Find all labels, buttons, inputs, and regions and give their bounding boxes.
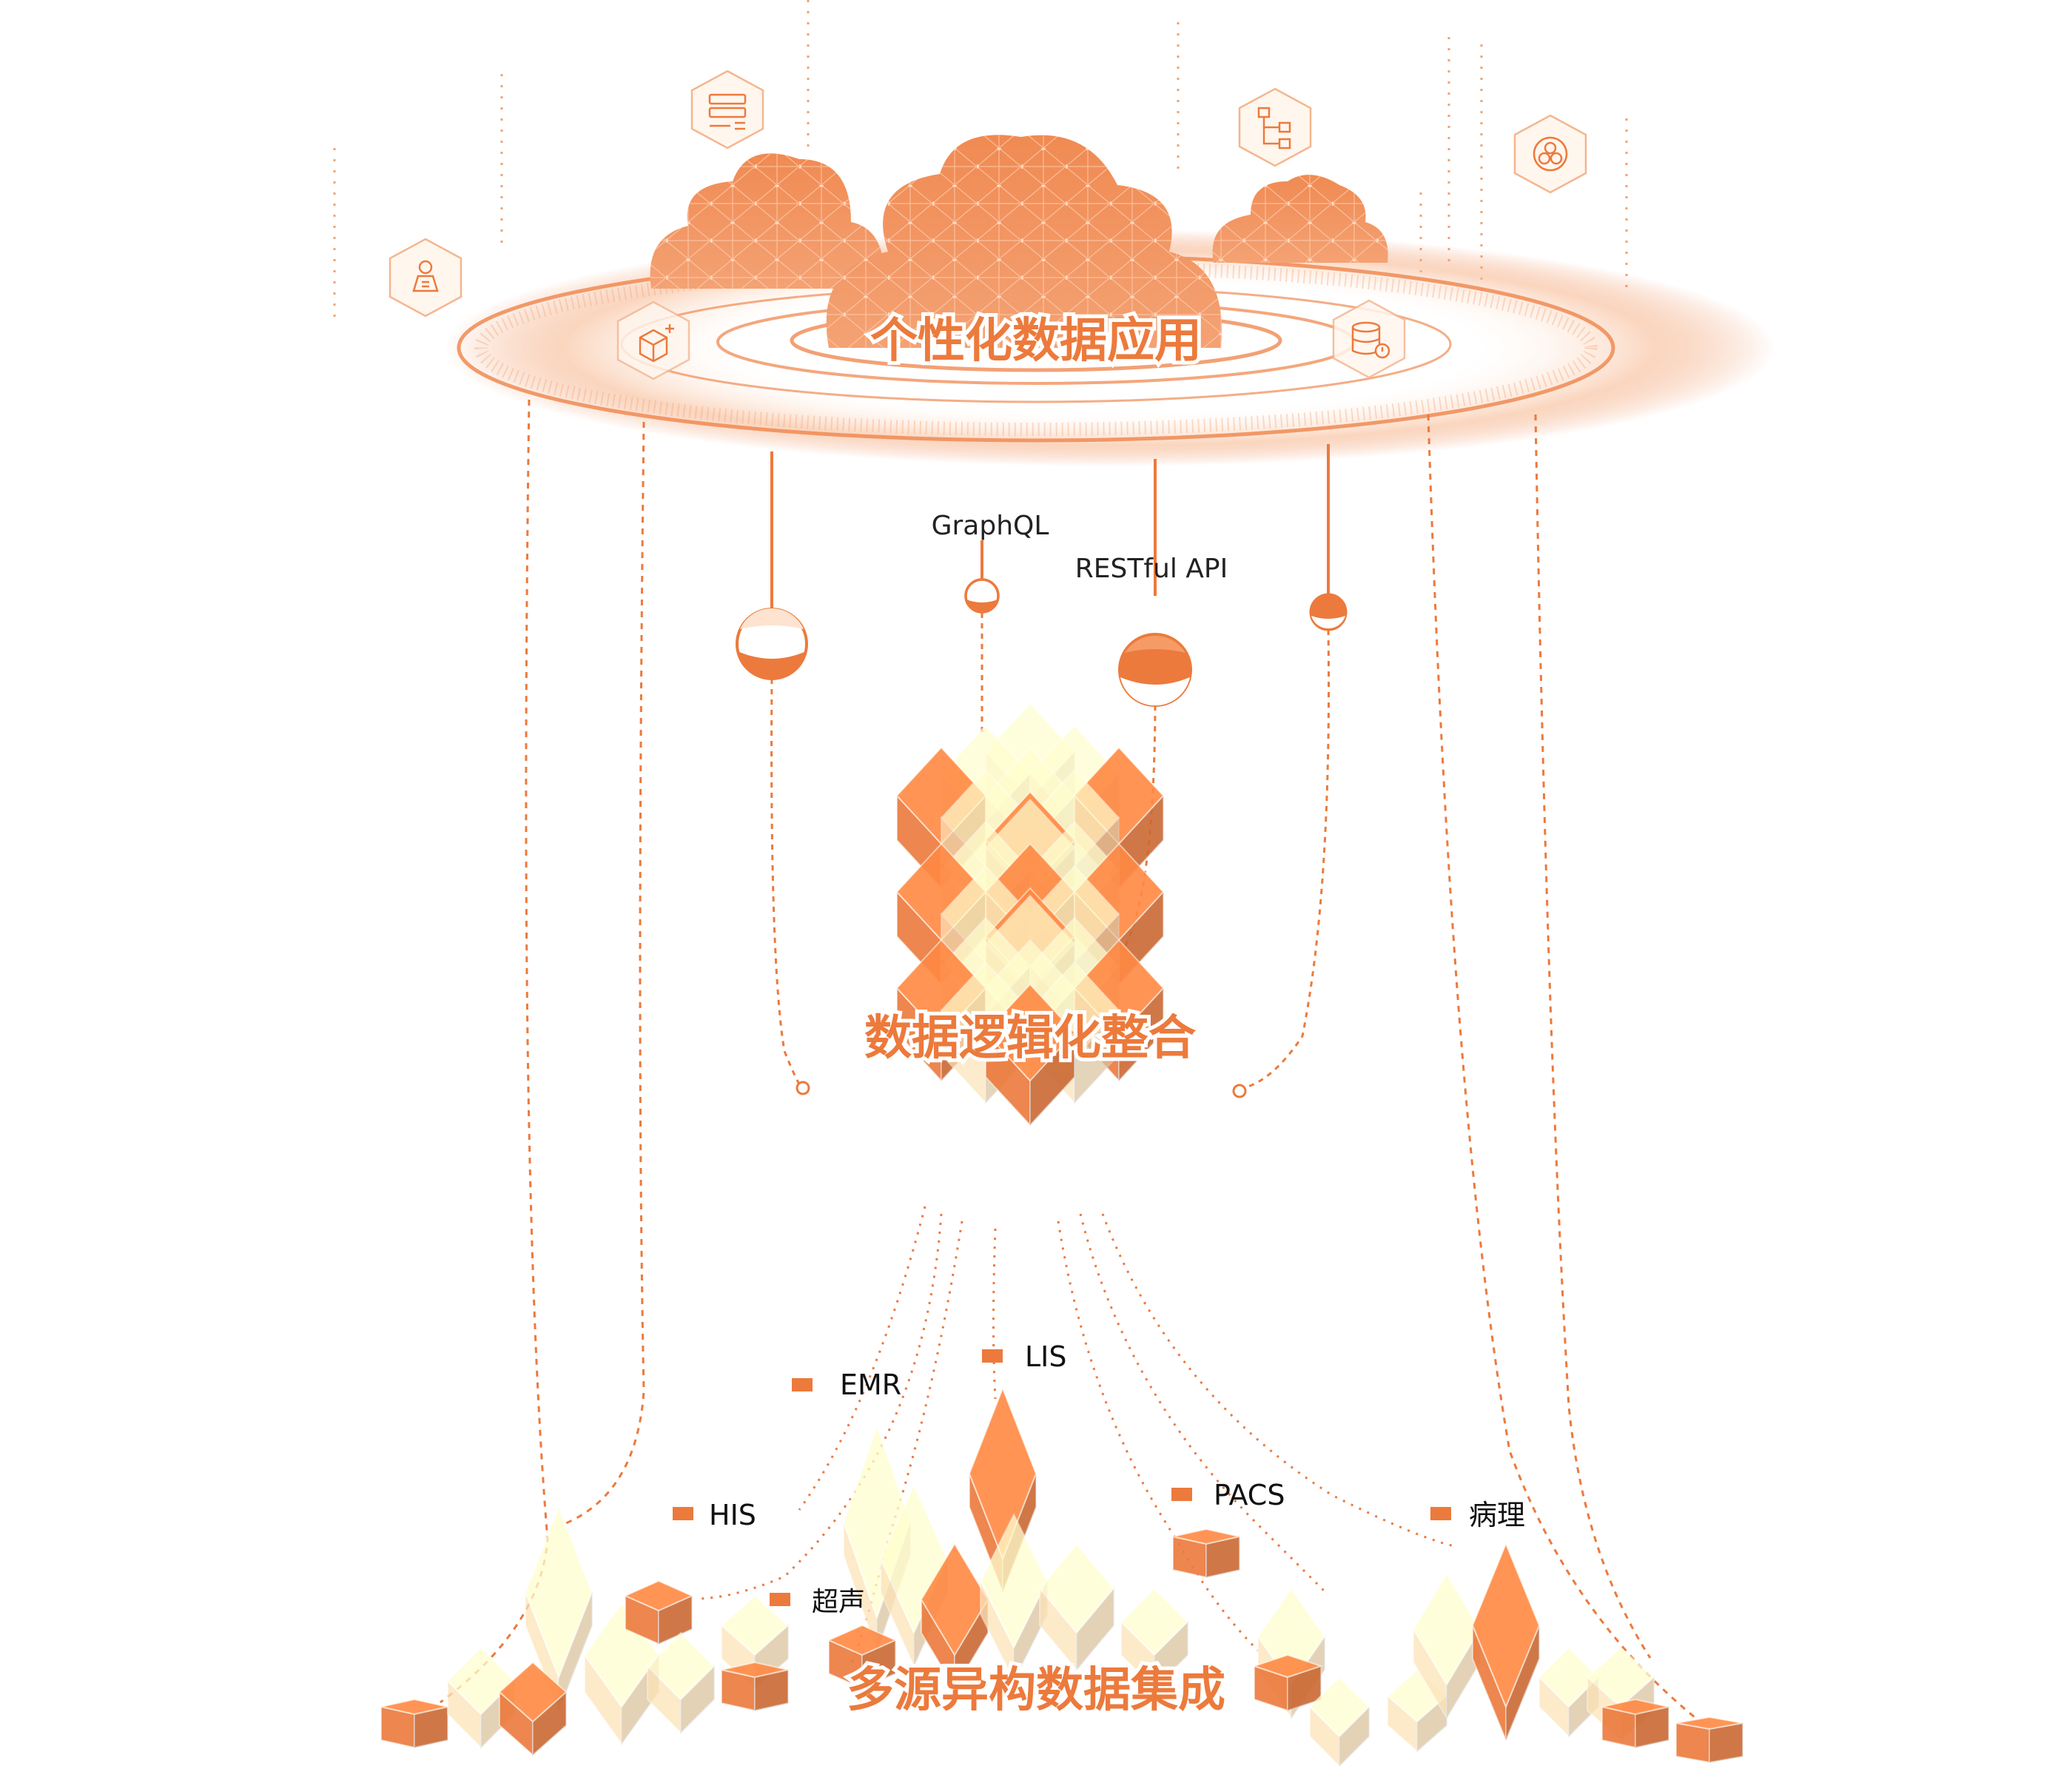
bottom-layer-title: 多源异构数据集成 xyxy=(847,1663,1225,1718)
cloud-center xyxy=(826,135,1222,348)
middle-layer-title: 数据逻辑化整合 xyxy=(864,1011,1196,1066)
source-bar xyxy=(1308,1676,1370,1766)
source-bar xyxy=(1471,1542,1541,1741)
source-label-pathology: 病理 xyxy=(1469,1499,1525,1531)
source-bar xyxy=(1172,1528,1240,1579)
source-marker-pathology xyxy=(1430,1507,1451,1520)
source-marker-ultrasound xyxy=(770,1593,790,1606)
source-label-lis: LIS xyxy=(1025,1340,1067,1373)
api-sphere-2 xyxy=(964,578,1000,614)
source-marker-emr xyxy=(792,1378,813,1391)
decorative-dotted-lines xyxy=(333,0,1628,326)
source-marker-his xyxy=(673,1507,693,1520)
source-labels: EMR LIS HIS PACS 病理 超声 xyxy=(673,1340,1525,1617)
cube-cluster xyxy=(895,702,1165,1127)
source-bar xyxy=(721,1661,789,1712)
server-icon xyxy=(690,70,764,150)
box-icon xyxy=(616,301,690,380)
outer-connectors xyxy=(440,399,1695,1719)
source-bar xyxy=(1251,1653,1324,1712)
source-bar xyxy=(1601,1698,1669,1749)
api-connectors: GraphQL RESTful API xyxy=(736,444,1348,1098)
cloud-left xyxy=(650,153,885,289)
source-bar xyxy=(1038,1542,1115,1672)
api-sphere-4 xyxy=(1309,593,1348,631)
source-marker-pacs xyxy=(1171,1488,1192,1501)
cloud-right xyxy=(1212,175,1388,263)
source-label-emr: EMR xyxy=(840,1369,901,1401)
cube-cell xyxy=(984,983,1076,1127)
api-sphere-1 xyxy=(736,608,808,680)
database-icon xyxy=(1332,299,1406,379)
api-sphere-3 xyxy=(1118,633,1192,707)
ring-speckle xyxy=(474,260,1598,436)
api-label-restful: RESTful API xyxy=(1075,554,1228,584)
nodes-icon xyxy=(1513,114,1587,194)
source-bar xyxy=(498,1661,568,1757)
source-label-his: HIS xyxy=(709,1499,756,1531)
source-label-ultrasound: 超声 xyxy=(812,1587,865,1617)
source-bar xyxy=(920,1542,989,1691)
flowchart-icon xyxy=(1238,87,1312,167)
top-layer: 个性化数据应用 xyxy=(388,70,1776,466)
source-bar xyxy=(524,1505,593,1711)
source-bar xyxy=(1675,1716,1743,1764)
top-layer-title: 个性化数据应用 xyxy=(870,314,1202,369)
source-bar xyxy=(979,1512,1049,1682)
source-label-pacs: PACS xyxy=(1214,1479,1285,1511)
api-label-graphql: GraphQL xyxy=(932,511,1049,541)
source-bar xyxy=(380,1698,448,1749)
source-bar xyxy=(1412,1572,1481,1721)
source-marker-lis xyxy=(982,1349,1003,1363)
person-icon xyxy=(388,238,462,318)
source-bars xyxy=(380,1386,1743,1766)
source-bar xyxy=(827,1624,898,1690)
source-bar xyxy=(623,1579,694,1645)
source-bar xyxy=(1538,1646,1600,1739)
source-bar xyxy=(1120,1587,1189,1691)
source-bar xyxy=(646,1631,716,1735)
